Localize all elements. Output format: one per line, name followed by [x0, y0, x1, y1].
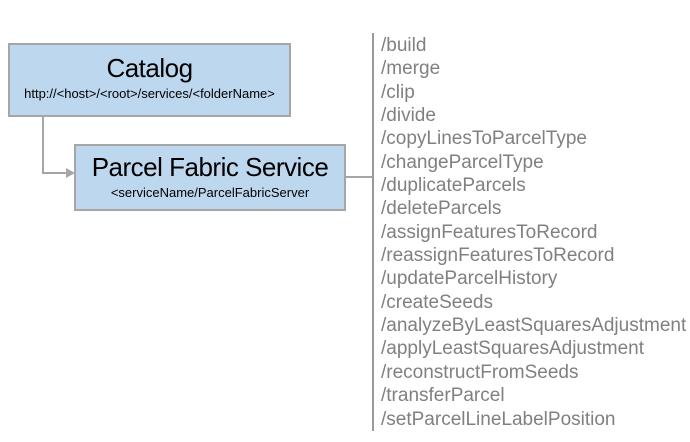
- endpoint-item: /setParcelLineLabelPosition: [381, 408, 616, 430]
- service-title: Parcel Fabric Service: [91, 152, 329, 182]
- endpoint-item: /analyzeByLeastSquaresAdjustment: [381, 315, 687, 337]
- endpoint-item: /copyLinesToParcelType: [381, 128, 587, 150]
- endpoint-item: /duplicateParcels: [381, 175, 526, 197]
- parcel-fabric-service-node: Parcel Fabric Service <serviceName/Parce…: [74, 144, 346, 211]
- endpoint-item: /reconstructFromSeeds: [381, 361, 579, 383]
- connector-vertical: [42, 117, 44, 174]
- endpoint-item: /applyLeastSquaresAdjustment: [381, 338, 644, 360]
- catalog-title: Catalog: [106, 53, 193, 83]
- catalog-node: Catalog http://<host>/<root>/services/<f…: [8, 43, 291, 117]
- endpoint-item: /reassignFeaturesToRecord: [381, 245, 615, 267]
- service-url: <serviceName/ParcelFabricServer: [110, 185, 310, 200]
- endpoint-item: /createSeeds: [381, 291, 493, 313]
- connector-horizontal: [42, 172, 67, 174]
- endpoint-item: /clip: [381, 81, 415, 103]
- connector-service-to-list: [345, 176, 373, 178]
- endpoint-item: /build: [381, 35, 427, 56]
- endpoint-item: /assignFeaturesToRecord: [381, 221, 598, 243]
- arrow-right-icon: [66, 168, 75, 178]
- endpoint-list-separator: [372, 33, 374, 431]
- endpoint-item: /updateParcelHistory: [381, 268, 558, 290]
- endpoint-item: /divide: [381, 105, 436, 127]
- endpoint-item: /changeParcelType: [381, 151, 544, 173]
- endpoint-item: /transferParcel: [381, 385, 505, 407]
- endpoint-item: /merge: [381, 58, 441, 80]
- endpoint-item: /deleteParcels: [381, 198, 502, 220]
- catalog-url: http://<host>/<root>/services/<folderNam…: [24, 86, 275, 101]
- endpoint-list: /build/merge/clip/divide/copyLinesToParc…: [381, 34, 686, 431]
